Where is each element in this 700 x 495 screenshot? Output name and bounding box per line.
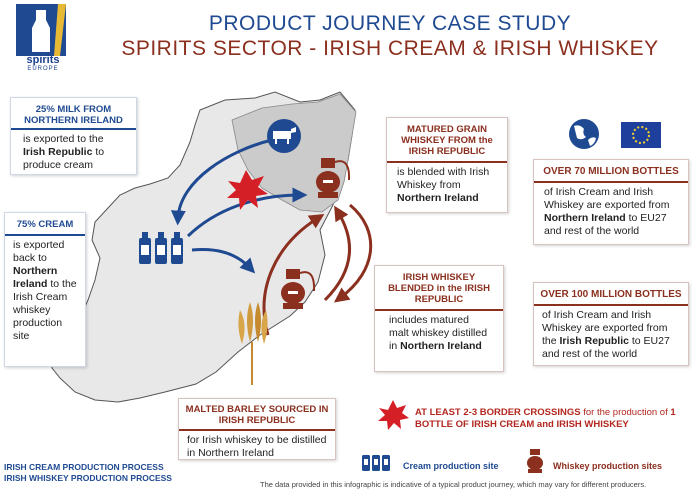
- grain-box-body: is blended with Irish Whiskey from North…: [397, 166, 490, 204]
- arrow-milk-to-republic: [170, 138, 273, 226]
- logo-sub: EUROPE: [27, 66, 59, 72]
- arrow-cream-onward: [191, 248, 256, 274]
- spirits-europe-logo: [16, 4, 66, 56]
- hundred-box-header: OVER 100 MILLION BOTTLES: [534, 283, 688, 306]
- legend-cream-process: IRISH CREAM PRODUCTION PROCESS: [4, 462, 164, 472]
- seventy-box-header: OVER 70 MILLION BOTTLES: [534, 160, 688, 183]
- legend-whiskey-site: Whiskey production sites: [553, 461, 663, 471]
- seventy-box-body: of Irish Cream and Irish Whiskey are exp…: [544, 186, 670, 237]
- blended-whiskey-box: IRISH WHISKEY BLENDED in the IRISH REPUB…: [374, 265, 504, 372]
- blended-box-header: IRISH WHISKEY BLENDED in the IRISH REPUB…: [375, 266, 503, 311]
- grain-whiskey-box: MATURED GRAIN WHISKEY FROM the IRISH REP…: [386, 117, 508, 213]
- cream-box-body: is exported back to Northern Ireland to …: [13, 239, 77, 342]
- whiskey-still-icon-republic: [281, 269, 316, 309]
- blended-box-body: includes matured malt whiskey distilled …: [389, 314, 488, 352]
- barley-box: MALTED BARLEY SOURCED IN IRISH REPUBLIC …: [178, 398, 336, 460]
- eu-flag-icon: [621, 122, 661, 148]
- globe-icon: [569, 119, 599, 149]
- hundred-million-box: OVER 100 MILLION BOTTLES of Irish Cream …: [533, 282, 689, 366]
- seventy-million-box: OVER 70 MILLION BOTTLES of Irish Cream a…: [533, 159, 689, 245]
- grain-box-header: MATURED GRAIN WHISKEY FROM the IRISH REP…: [387, 118, 507, 163]
- whiskey-still-icon-ni: [316, 158, 351, 198]
- title-line-2: SPIRITS SECTOR - IRISH CREAM & IRISH WHI…: [121, 37, 659, 60]
- barley-box-header: MALTED BARLEY SOURCED IN IRISH REPUBLIC: [179, 399, 335, 431]
- crossings-star-icon: [378, 400, 409, 430]
- logo-name: spirits: [26, 54, 60, 66]
- milk-box: 25% MILK FROM NORTHERN IRELAND is export…: [10, 97, 137, 175]
- arrow-cream-to-ni: [186, 187, 308, 238]
- hundred-box-body: of Irish Cream and Irish Whiskey are exp…: [542, 309, 670, 360]
- arrow-ni-to-republic: [333, 203, 373, 303]
- milk-box-body: is exported to the Irish Republic to pro…: [23, 133, 105, 171]
- barley-icon: [238, 302, 268, 385]
- footnote: The data provided in this infographic is…: [260, 480, 647, 489]
- cream-box: 75% CREAM is exported back to Northern I…: [4, 212, 86, 367]
- border-crossing-star-icon: [227, 170, 268, 210]
- border-crossings-note: AT LEAST 2-3 BORDER CROSSINGS for the pr…: [415, 407, 676, 430]
- barley-box-body: for Irish whiskey to be distilled in Nor…: [187, 434, 327, 459]
- legend-whiskey-still-icon: [527, 449, 543, 473]
- arrow-republic-to-ni: [323, 205, 351, 302]
- milk-bottles-icon: [139, 232, 183, 264]
- legend-cream-bottles-icon: [362, 455, 390, 471]
- milk-box-header: 25% MILK FROM NORTHERN IRELAND: [11, 98, 136, 130]
- cream-box-header: 75% CREAM: [5, 213, 85, 236]
- title-line-1: PRODUCT JOURNEY CASE STUDY: [208, 12, 572, 35]
- legend-whiskey-process: IRISH WHISKEY PRODUCTION PROCESS: [4, 473, 172, 483]
- legend-cream-site: Cream production site: [403, 461, 499, 471]
